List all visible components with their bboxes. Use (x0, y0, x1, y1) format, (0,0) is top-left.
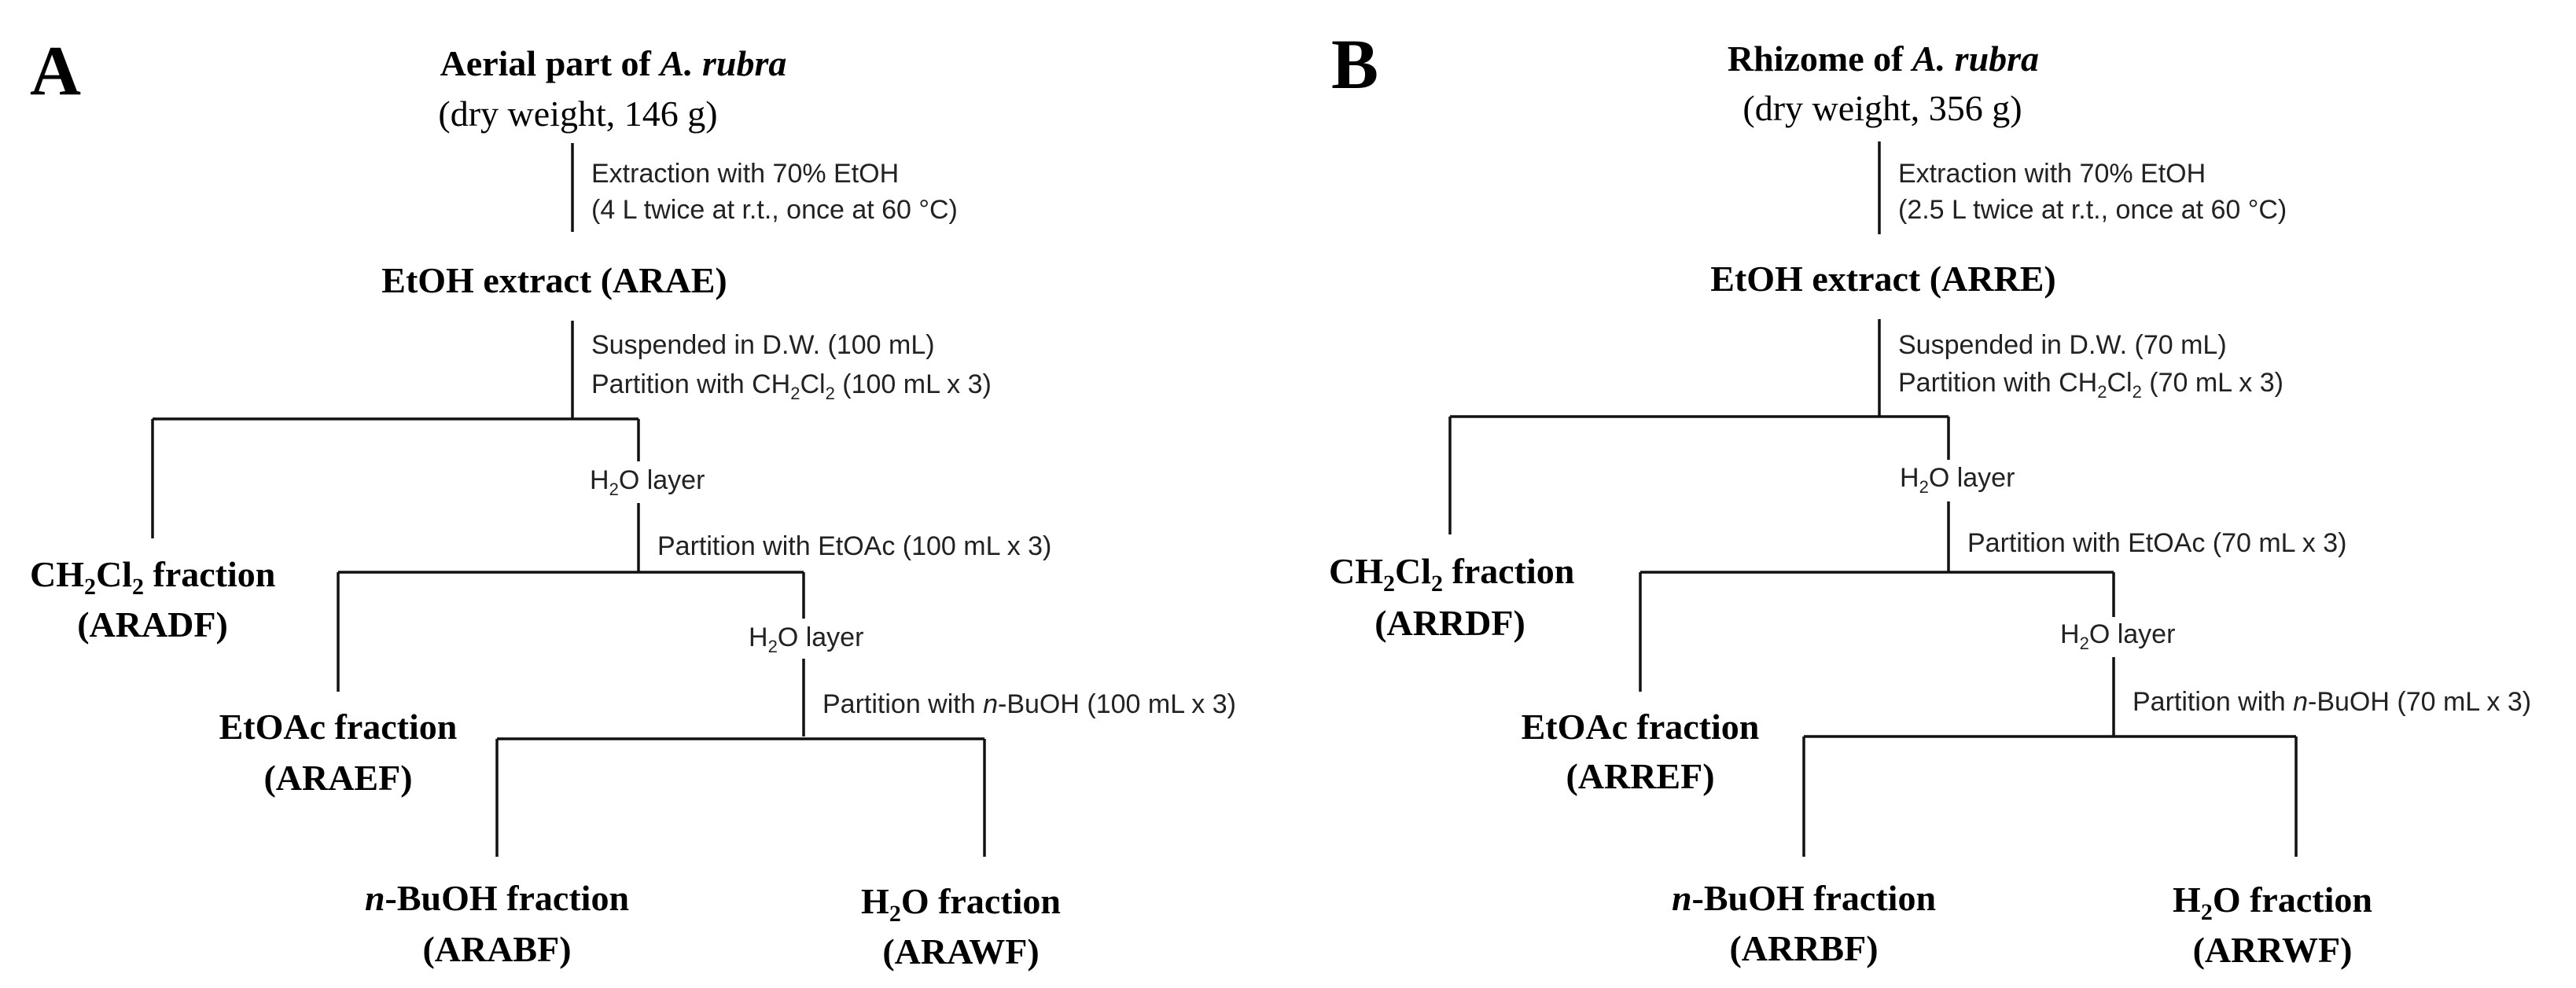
panel-a-etoac-fraction-code: (ARAEF) (263, 758, 412, 798)
panel-a-letter: A (30, 32, 81, 110)
panel-a-h2o-layer2-label: H2O layer (749, 623, 863, 656)
panel-b-h2o-layer1-label: H2O layer (1900, 463, 2015, 497)
panel-b-h2o-fraction: H2O fraction (2173, 880, 2372, 925)
panel-b-buoh-fraction-code: (ARRBF) (1729, 928, 1878, 968)
panel-a-h2o-fraction: H2O fraction (861, 881, 1061, 927)
panel-b-ch2cl2-fraction-code: (ARRDF) (1374, 603, 1525, 643)
panel-b-etoac-fraction-code: (ARREF) (1566, 756, 1714, 796)
panel-a-ch2cl2-fraction: CH2Cl2 fraction (30, 554, 275, 600)
panel-b-dry-weight: (dry weight, 356 g) (1742, 88, 2022, 128)
panel-b-extract-node: EtOH extract (ARRE) (1710, 259, 2055, 299)
panel-a-buoh-fraction-code: (ARABF) (422, 929, 571, 969)
panel-a-buoh-fraction: n-BuOH fraction (365, 878, 629, 918)
panel-b-etoac-fraction: EtOAc fraction (1522, 707, 1760, 747)
panel-b-ch2cl2-fraction: CH2Cl2 fraction (1329, 551, 1574, 597)
panel-b-suspend-step: Suspended in D.W. (70 mL) (1898, 330, 2227, 360)
panel-a-etoac-fraction: EtOAc fraction (219, 707, 458, 747)
panel-a-h2o-layer1-label: H2O layer (590, 465, 705, 499)
panel-b-h2o-layer2-label: H2O layer (2060, 619, 2175, 653)
panel-a-extraction-conditions: (4 L twice at r.t., once at 60 °C) (591, 195, 958, 225)
panel-a-suspend-step: Suspended in D.W. (100 mL) (591, 330, 935, 360)
panel-a-extraction-step: Extraction with 70% EtOH (591, 159, 899, 189)
panel-b-extraction-conditions: (2.5 L twice at r.t., once at 60 °C) (1898, 195, 2287, 225)
panel-a: A Aerial part of A. rubra (dry weight, 1… (30, 32, 1236, 971)
panel-a-partition1-step: Partition with CH2Cl2 (100 mL x 3) (591, 369, 992, 403)
panel-a-ch2cl2-fraction-code: (ARADF) (77, 604, 228, 645)
panel-b: B Rhizome of A. rubra (dry weight, 356 g… (1329, 26, 2531, 970)
panel-b-letter: B (1331, 26, 1378, 104)
panel-a-partition3-step: Partition with n-BuOH (100 mL x 3) (822, 689, 1236, 719)
panel-b-h2o-fraction-code: (ARRWF) (2193, 930, 2353, 970)
panel-b-source-title: Rhizome of A. rubra (1728, 39, 2039, 79)
panel-a-dry-weight: (dry weight, 146 g) (438, 94, 717, 134)
panel-a-source-title: Aerial part of A. rubra (440, 43, 787, 83)
panel-b-partition2-step: Partition with EtOAc (70 mL x 3) (1967, 528, 2346, 558)
panel-b-partition3-step: Partition with n-BuOH (70 mL x 3) (2133, 687, 2531, 717)
panel-a-extract-node: EtOH extract (ARAE) (381, 260, 727, 300)
panel-a-h2o-fraction-code: (ARAWF) (882, 931, 1039, 971)
panel-b-extraction-step: Extraction with 70% EtOH (1898, 159, 2206, 189)
panel-b-buoh-fraction: n-BuOH fraction (1672, 878, 1936, 918)
panel-b-partition1-step: Partition with CH2Cl2 (70 mL x 3) (1898, 368, 2283, 402)
panel-a-partition2-step: Partition with EtOAc (100 mL x 3) (657, 531, 1051, 561)
